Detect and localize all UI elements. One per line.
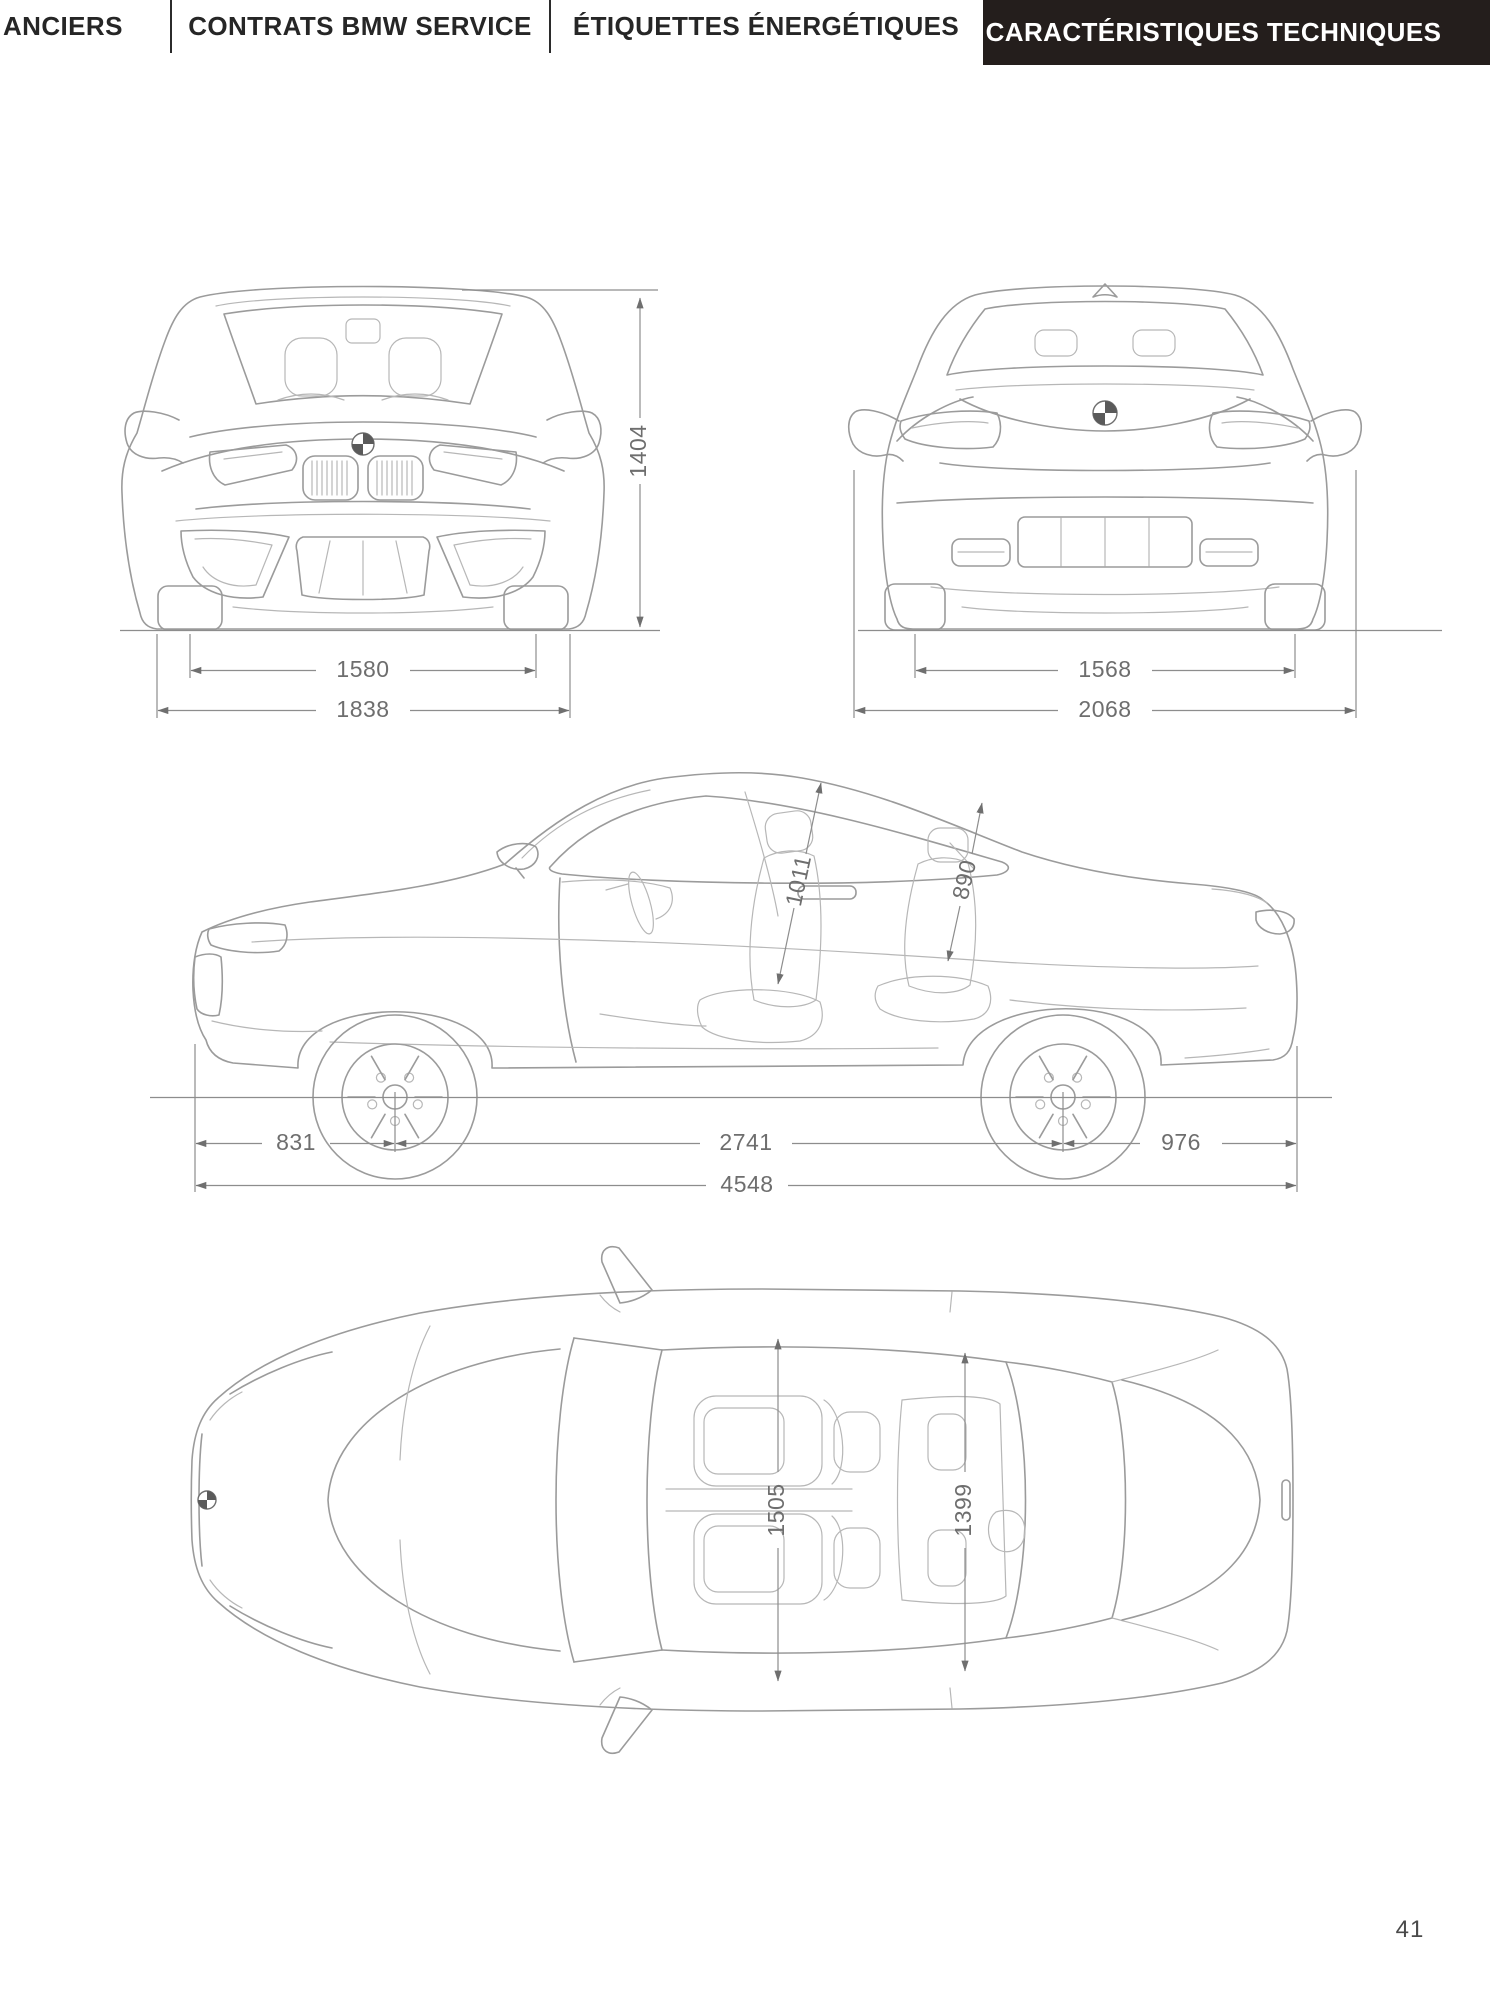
- bmw-roundel-icon: [197, 1490, 217, 1510]
- rear-view-dimensions: 1568 2068: [853, 470, 1442, 722]
- tab-financiers[interactable]: ANCIERS: [3, 0, 163, 53]
- front-view-drawing: [121, 285, 605, 631]
- right-mirror: [542, 410, 602, 464]
- front-seat: [696, 810, 823, 1044]
- dim-headroom-rear: 890: [947, 857, 981, 902]
- dim-rear-width: 2068: [1078, 696, 1131, 722]
- top-view-dimensions: 1505 1399: [763, 1338, 976, 1682]
- top-mirror-right: [600, 1696, 653, 1754]
- bmw-roundel-icon: [351, 432, 375, 456]
- front-view-dimensions: 1404 1580 1838: [120, 289, 660, 722]
- tab-etiquettes-label: ÉTIQUETTES ÉNERGÉTIQUES: [572, 11, 960, 41]
- dim-shoulder-rear: 1399: [950, 1483, 976, 1536]
- dim-wheelbase: 2741: [719, 1129, 772, 1155]
- steering-wheel: [628, 871, 654, 935]
- dim-overhang-rear: 976: [1161, 1129, 1201, 1155]
- headlight: [206, 922, 288, 954]
- top-mirror-left: [600, 1246, 653, 1304]
- dim-length: 4548: [720, 1171, 773, 1197]
- kidney-grille-right: [367, 455, 424, 501]
- bmw-roundel-icon: [1092, 400, 1118, 426]
- side-view-dimensions: 1011 890 831 2741 976 4548: [150, 782, 1332, 1197]
- side-mirror: [496, 842, 539, 879]
- taillight-left: [899, 410, 1002, 450]
- shark-fin-antenna: [1092, 283, 1118, 298]
- tab-divider: [549, 0, 551, 53]
- tab-etiquettes-energetiques[interactable]: ÉTIQUETTES ÉNERGÉTIQUES: [551, 0, 981, 53]
- top-view-drawing: [190, 1246, 1294, 1754]
- right-mirror: [1306, 409, 1363, 462]
- tab-bar: ANCIERS CONTRATS BMW SERVICE ÉTIQUETTES …: [0, 0, 1490, 66]
- dim-headroom-front: 1011: [780, 853, 816, 909]
- door-handle: [797, 885, 857, 900]
- rear-seat: [874, 827, 992, 1023]
- dim-overhang-front: 831: [276, 1129, 316, 1155]
- dim-front-track: 1580: [336, 656, 389, 682]
- dim-rear-track: 1568: [1078, 656, 1131, 682]
- taillight-right: [1208, 410, 1311, 450]
- dim-shoulder-front: 1505: [763, 1483, 789, 1536]
- side-view-drawing: [192, 771, 1298, 1180]
- dim-front-width: 1838: [336, 696, 389, 722]
- left-mirror: [847, 409, 904, 462]
- top-view-seats: [665, 1395, 1026, 1605]
- taillight: [1255, 909, 1295, 935]
- tab-contrats-bmw-service[interactable]: CONTRATS BMW SERVICE: [172, 0, 548, 53]
- tab-divider: [170, 0, 172, 53]
- page-number: 41: [1395, 1916, 1425, 1943]
- tab-financiers-label: ANCIERS: [3, 11, 123, 41]
- dim-front-height: 1404: [625, 424, 651, 477]
- rear-view-drawing: [847, 283, 1363, 631]
- tab-caracteristiques-label: CARACTÉRISTIQUES TECHNIQUES: [985, 17, 1442, 47]
- tab-contrats-label: CONTRATS BMW SERVICE: [188, 11, 532, 41]
- kidney-grille-left: [302, 455, 359, 501]
- tab-caracteristiques-techniques[interactable]: CARACTÉRISTIQUES TECHNIQUES: [983, 0, 1490, 65]
- left-mirror: [124, 410, 184, 464]
